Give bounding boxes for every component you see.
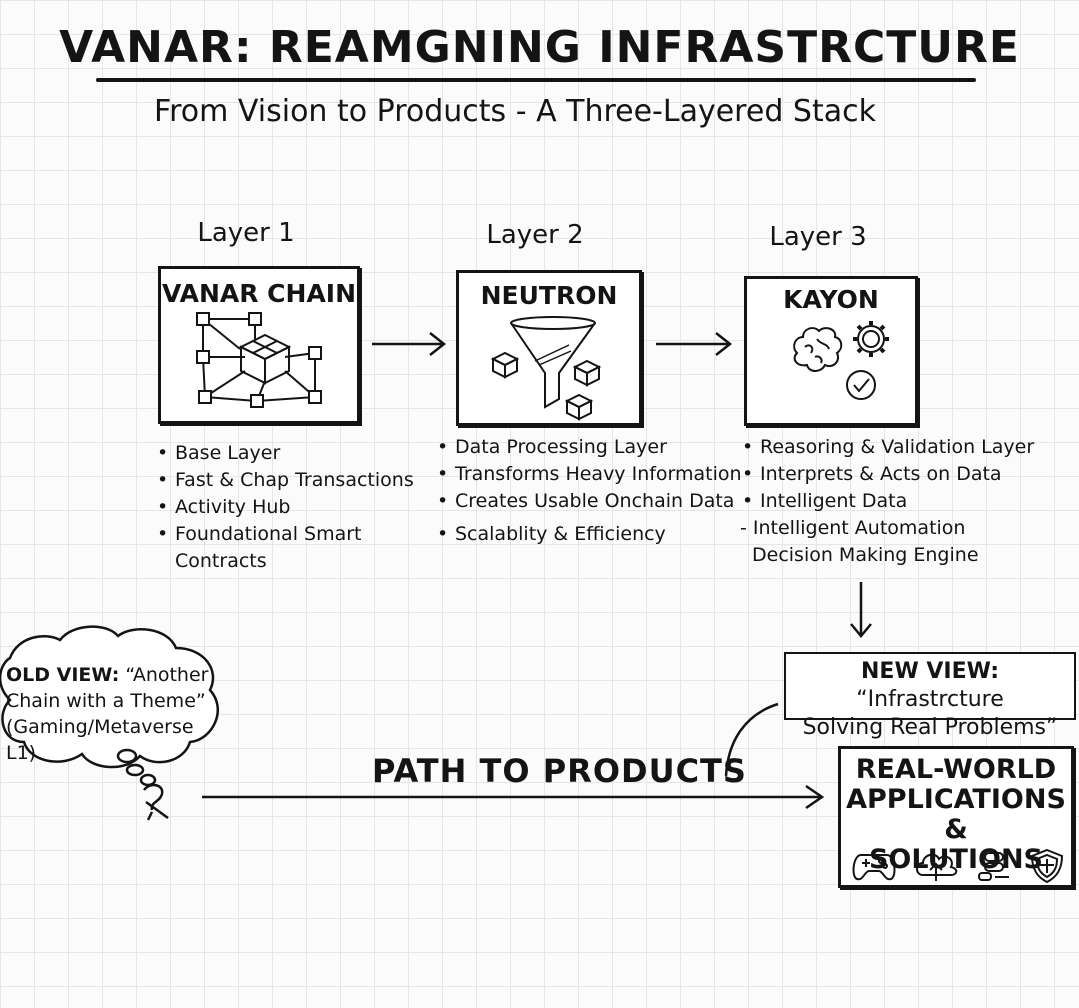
old-view-line: Chain with a Theme” xyxy=(6,690,206,712)
list-item: Reasoring & Validation Layer xyxy=(740,434,1034,461)
arrow-down-to-new-view xyxy=(850,582,872,638)
path-to-products-label: PATH TO PRODUCTS xyxy=(372,752,747,790)
list-item: Creates Usable Onchain Data xyxy=(435,488,742,515)
layer-2-title: NEUTRON xyxy=(480,281,618,310)
new-view-box: NEW VIEW: “Infrastrcture Solving Real Pr… xyxy=(784,652,1076,740)
blockchain-network-icon xyxy=(196,312,322,408)
arrow-layer1-to-layer2 xyxy=(372,332,447,356)
list-item: Transforms Heavy Information xyxy=(435,461,742,488)
layer-3-title: KAYON xyxy=(783,285,879,314)
connector-curve xyxy=(724,702,779,777)
layer-2-box: NEUTRON xyxy=(456,270,642,426)
layer-1-label: Layer 1 xyxy=(197,218,295,248)
list-item: Intelligent Data xyxy=(740,488,1034,515)
real-world-title: REAL-WORLD APPLICATIONS & SOLUTIONS xyxy=(841,755,1071,875)
list-item: Base Layer xyxy=(155,440,414,467)
list-item: Interprets & Acts on Data xyxy=(740,461,1034,488)
real-world-line: APPLICATIONS & xyxy=(846,784,1066,845)
old-view-label: OLD VIEW: xyxy=(6,664,120,686)
new-view-line: “Infrastrcture xyxy=(856,687,1004,712)
layer-3-label: Layer 3 xyxy=(769,222,867,252)
thought-cloud-icon xyxy=(0,625,220,821)
page-subtitle: From Vision to Products - A Three-Layere… xyxy=(154,94,876,129)
page-title: VANAR: REAMGNING INFRASTRCTURE xyxy=(59,22,1020,73)
arrow-layer2-to-layer3 xyxy=(656,332,733,356)
data-funnel-icon xyxy=(490,316,602,421)
list-item: Fast & Chap Transactions xyxy=(155,467,414,494)
list-item: Decision Making Engine xyxy=(752,544,979,566)
real-world-line: REAL-WORLD xyxy=(855,754,1057,785)
new-view-label: NEW VIEW: xyxy=(861,659,999,684)
list-item: Scalablity & Efficiency xyxy=(435,521,742,548)
old-view-line: (Gaming/Metaverse L1) xyxy=(6,716,194,764)
list-item: Contracts xyxy=(175,550,267,572)
layer-3-bullets: Reasoring & Validation Layer Interprets … xyxy=(740,434,1034,569)
path-arrow xyxy=(202,784,825,810)
layer-2-label: Layer 2 xyxy=(486,220,584,250)
list-item: Foundational Smart xyxy=(155,521,414,548)
database-icon xyxy=(978,852,1009,881)
list-item: Data Processing Layer xyxy=(435,434,742,461)
old-view-line: “Another xyxy=(125,664,209,686)
list-item: Activity Hub xyxy=(155,494,414,521)
layer-1-bullets: Base Layer Fast & Chap Transactions Acti… xyxy=(155,440,414,575)
title-underline xyxy=(96,78,976,82)
cloud-upload-icon xyxy=(916,853,958,881)
gamepad-icon xyxy=(852,854,896,881)
shield-icon xyxy=(1030,848,1064,884)
layer-3-box: KAYON xyxy=(744,276,918,426)
brain-gear-check-icon xyxy=(793,321,889,400)
new-view-line: Solving Real Problems” xyxy=(802,715,1058,740)
list-item: - Intelligent Automation xyxy=(740,517,966,539)
layer-1-box: VANAR CHAIN xyxy=(158,266,360,424)
layer-2-bullets: Data Processing Layer Transforms Heavy I… xyxy=(435,434,742,548)
layer-1-title: VANAR CHAIN xyxy=(161,279,357,308)
real-world-box: REAL-WORLD APPLICATIONS & SOLUTIONS xyxy=(838,746,1074,888)
old-view-text: OLD VIEW: “Another Chain with a Theme” (… xyxy=(6,662,216,766)
